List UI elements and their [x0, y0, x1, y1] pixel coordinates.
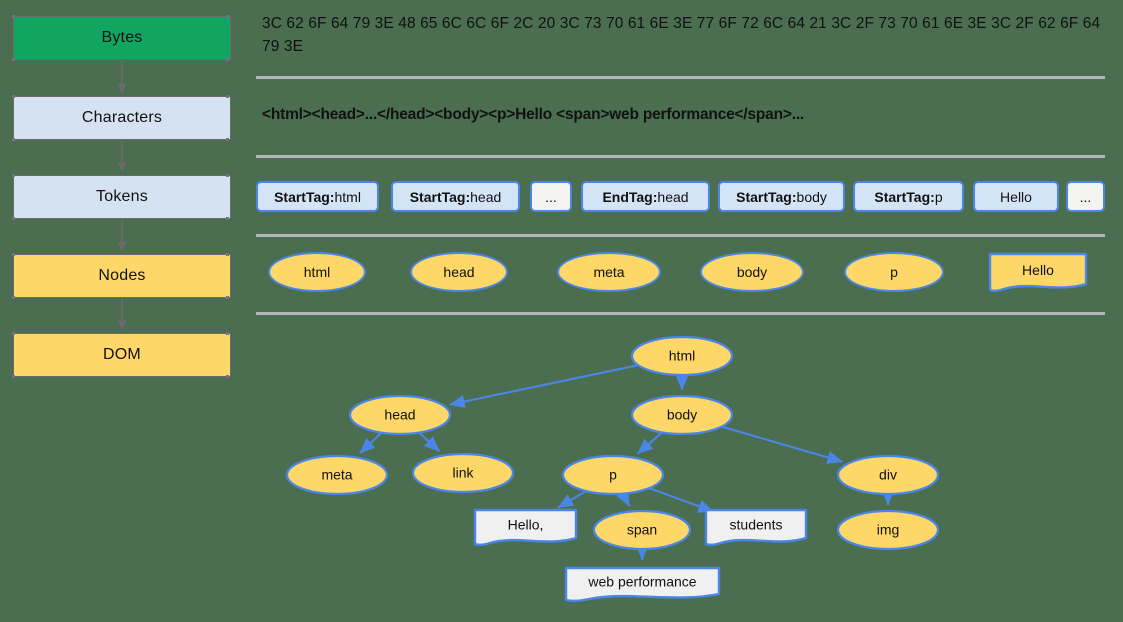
token-value: head [470, 188, 502, 205]
token-chip[interactable]: EndTag: head [581, 181, 710, 212]
token-kind: StartTag: [874, 188, 935, 205]
node-ellipse-label: html [303, 264, 331, 280]
tree-node-element[interactable]: body [630, 394, 734, 436]
token-kind: StartTag: [736, 188, 797, 205]
separator-2 [256, 155, 1105, 158]
tree-node-text[interactable]: Hello, [473, 508, 578, 547]
tree-edge [648, 487, 714, 513]
tree-node-shape [592, 509, 692, 551]
tree-node-text[interactable]: web performance [564, 566, 721, 603]
tree-node-element[interactable]: head [348, 394, 452, 436]
tree-node-label: head [384, 407, 415, 423]
node-ellipse[interactable]: p [844, 252, 944, 292]
tree-node-shape [411, 452, 515, 494]
token-chip[interactable]: ... [530, 181, 572, 212]
node-ellipse-label: p [890, 264, 898, 280]
token-chip[interactable]: ... [1066, 181, 1105, 212]
node-ellipse[interactable]: meta [557, 252, 661, 292]
tree-node-element[interactable]: p [561, 454, 665, 496]
tree-node-element[interactable]: html [630, 335, 734, 377]
separator-3 [256, 234, 1105, 237]
stage-label-dom: DOM [103, 346, 141, 363]
tree-node-element[interactable]: link [411, 452, 515, 494]
stage-label-tokens: Tokens [96, 188, 148, 205]
token-value: p [934, 188, 943, 205]
token-value: head [657, 188, 689, 205]
token-chip[interactable]: StartTag: body [718, 181, 845, 212]
stage-label-bytes: Bytes [101, 29, 143, 46]
token-kind: StartTag: [409, 188, 471, 205]
tree-edge [359, 431, 383, 454]
tree-node-shape [836, 454, 940, 496]
tree-node-label: div [879, 467, 897, 483]
tree-edge [721, 425, 843, 464]
token-value: ... [545, 188, 557, 205]
stage-box-characters[interactable]: Characters [12, 95, 231, 141]
token-chip[interactable]: StartTag: html [256, 181, 379, 212]
tree-node-label: span [627, 522, 657, 538]
token-kind: StartTag: [274, 188, 335, 205]
stage-box-nodes[interactable]: Nodes [12, 253, 231, 299]
node-ellipse[interactable]: body [700, 252, 804, 292]
token-value: body [796, 188, 827, 205]
tree-node-shape [564, 566, 721, 603]
tree-node-element[interactable]: img [836, 509, 940, 551]
tree-node-shape [561, 454, 665, 496]
stage-box-dom[interactable]: DOM [12, 332, 231, 378]
node-ellipse[interactable]: head [410, 252, 508, 292]
pipeline-arrows [117, 61, 127, 330]
token-chip[interactable]: StartTag: p [853, 181, 964, 212]
tree-node-label: meta [321, 467, 352, 483]
tree-node-shape [704, 508, 808, 547]
node-ellipse-label: meta [593, 264, 625, 280]
tree-node-text[interactable]: students [704, 508, 808, 547]
tree-node-shape [630, 394, 734, 436]
bytes-hex-text: 3C 62 6F 64 79 3E 48 65 6C 6C 6F 2C 20 3… [262, 15, 1101, 55]
tree-node-element[interactable]: meta [285, 454, 389, 496]
characters-markup-text: <html><head>...</head><body><p>Hello <sp… [262, 106, 805, 123]
tree-edge [449, 364, 639, 409]
separator-4 [256, 312, 1105, 315]
tree-node-shape [348, 394, 452, 436]
stage-label-nodes: Nodes [98, 267, 146, 284]
stage-box-tokens[interactable]: Tokens [12, 174, 231, 220]
tree-node-label: link [452, 465, 474, 481]
tree-node-label: img [877, 522, 900, 538]
token-value: ... [1079, 188, 1092, 205]
tree-edge [418, 431, 441, 453]
tree-edge [636, 431, 663, 455]
tree-node-label: p [609, 467, 617, 483]
stage-box-bytes[interactable]: Bytes [12, 15, 231, 61]
tree-node-shape [473, 508, 578, 547]
tree-node-shape [836, 509, 940, 551]
token-value: html [334, 188, 361, 205]
stage-label-characters: Characters [81, 109, 163, 126]
tree-node-label: web performance [587, 574, 696, 590]
tree-edge [616, 489, 631, 507]
node-ellipse[interactable]: html [268, 252, 366, 292]
node-ellipse-label: body [736, 264, 768, 280]
tree-node-shape [630, 335, 734, 377]
token-value: Hello [1000, 188, 1032, 205]
tree-node-element[interactable]: div [836, 454, 940, 496]
tree-edge [557, 490, 587, 509]
separator-1 [256, 76, 1105, 79]
tree-node-label: body [667, 407, 697, 423]
token-kind: EndTag: [602, 188, 658, 205]
tree-node-element[interactable]: span [592, 509, 692, 551]
node-ellipse-label: head [443, 264, 475, 280]
token-chip[interactable]: StartTag: head [391, 181, 520, 212]
tree-node-label: html [669, 348, 695, 364]
token-chip[interactable]: Hello [973, 181, 1059, 212]
tree-node-label: students [730, 517, 783, 533]
tree-node-label: Hello, [508, 517, 544, 533]
tree-node-shape [285, 454, 389, 496]
